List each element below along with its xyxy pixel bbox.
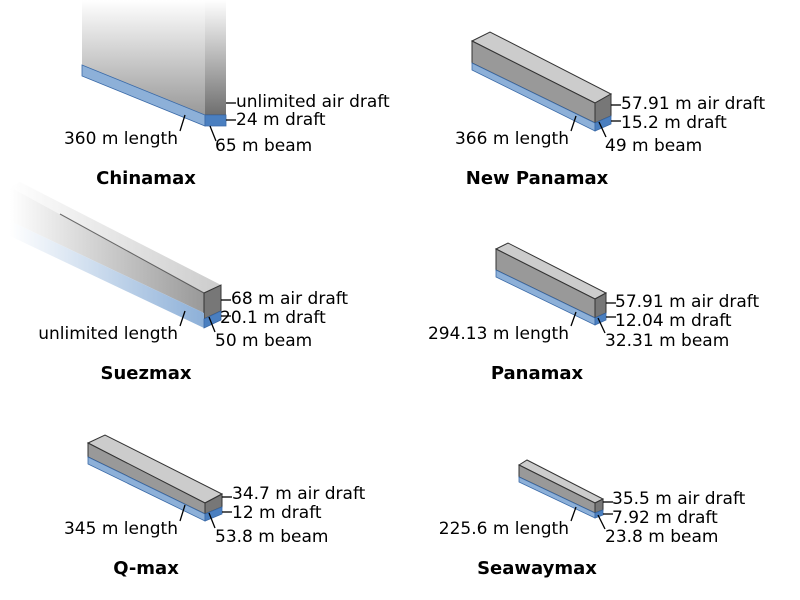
draft-label: 12 m draft (232, 503, 322, 523)
draft-label: 20.1 m draft (220, 308, 326, 328)
air-draft-label: 57.91 m air draft (615, 292, 759, 312)
length-label: 294.13 m length (428, 324, 569, 344)
ship-chinamax: unlimited air draft 24 m draft 360 m len… (64, 0, 390, 189)
beam-label: 65 m beam (215, 136, 312, 156)
air-draft-label: 35.5 m air draft (612, 489, 746, 509)
beam-label: 49 m beam (605, 136, 702, 156)
ship-name: Chinamax (96, 168, 196, 189)
beam-label: 50 m beam (215, 331, 312, 351)
length-label: 345 m length (64, 519, 178, 539)
waterline-end (594, 115, 612, 132)
air-draft-label: 34.7 m air draft (232, 484, 366, 504)
ship-panamax: 57.91 m air draft 12.04 m draft 294.13 m… (428, 242, 759, 384)
ship-new-panamax: 57.91 m air draft 15.2 m draft 366 m len… (455, 31, 765, 189)
hull-end (205, 0, 226, 115)
ship-name: Seawaymax (477, 558, 597, 579)
ship-seawaymax: 35.5 m air draft 7.92 m draft 225.6 m le… (439, 459, 746, 579)
ship-suezmax: 68 m air draft 20.1 m draft unlimited le… (10, 182, 348, 384)
draft-label: 24 m draft (236, 110, 326, 130)
length-label: 225.6 m length (439, 519, 569, 539)
air-draft-label: 57.91 m air draft (621, 94, 765, 114)
air-draft-label: 68 m air draft (231, 289, 348, 309)
ship-name: Suezmax (101, 363, 192, 384)
beam-label: 23.8 m beam (605, 527, 718, 547)
ship-name: New Panamax (466, 168, 609, 189)
air-draft-label: unlimited air draft (236, 92, 390, 112)
length-label: 360 m length (64, 129, 178, 149)
ship-name: Panamax (491, 363, 584, 384)
hull-top (10, 182, 221, 293)
waterline-end (204, 506, 223, 522)
draft-label: 7.92 m draft (612, 508, 718, 528)
ship-q-max: 34.7 m air draft 12 m draft 345 m length… (64, 434, 366, 579)
waterline-end (594, 312, 607, 326)
draft-label: 15.2 m draft (621, 113, 727, 133)
length-label: 366 m length (455, 129, 569, 149)
length-label: unlimited length (38, 324, 178, 344)
waterline-side (10, 221, 204, 328)
waterline-end (594, 509, 604, 519)
hull-side (10, 187, 204, 313)
ship-name: Q-max (113, 558, 179, 579)
waterline-end (203, 310, 222, 329)
waterline-end (204, 114, 227, 127)
beam-label: 53.8 m beam (215, 527, 328, 547)
hull-side (82, 0, 205, 115)
beam-label: 32.31 m beam (605, 331, 729, 351)
draft-label: 12.04 m draft (615, 311, 732, 331)
